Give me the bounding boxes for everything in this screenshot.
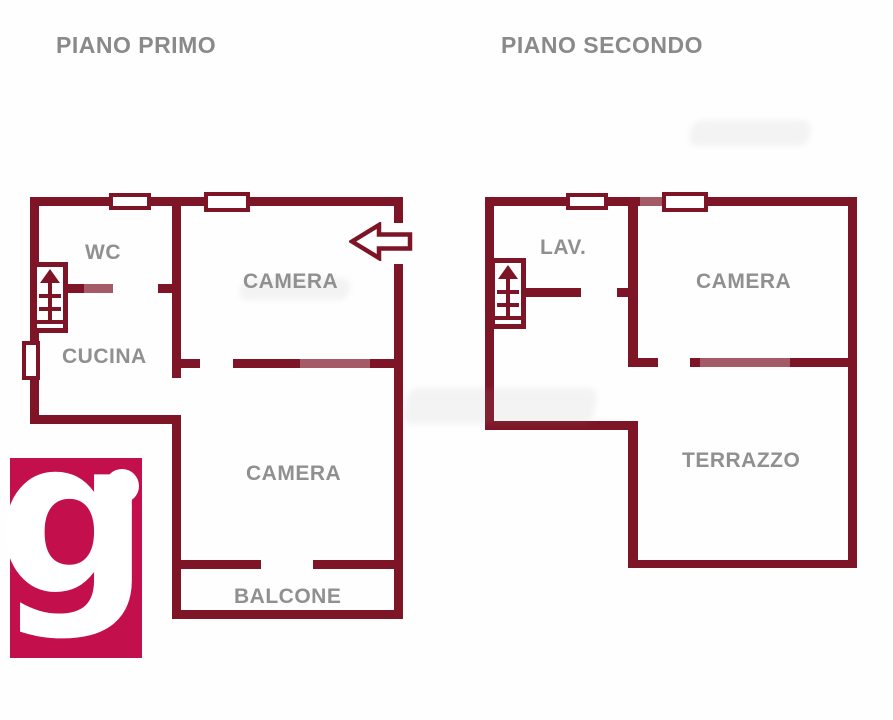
wall-wc-stub xyxy=(158,284,173,293)
wall-camera-divider xyxy=(233,359,403,368)
room-label-camera3: CAMERA xyxy=(696,270,792,293)
wall-balcone-divider-left xyxy=(172,560,261,569)
wall-balcone-bottom xyxy=(172,610,403,619)
wall-highlight xyxy=(300,359,370,368)
room-label-camera2: CAMERA xyxy=(246,462,342,485)
wall-right xyxy=(848,197,857,568)
wall-highlight xyxy=(700,358,790,367)
watermark-fragment xyxy=(238,278,352,300)
window-icon xyxy=(109,193,151,210)
wall-terrazzo-left xyxy=(628,421,638,568)
window-icon xyxy=(662,192,708,212)
room-label-lav: LAV. xyxy=(540,236,587,259)
wall-highlight xyxy=(84,284,113,293)
wall-left xyxy=(485,197,494,430)
window-icon xyxy=(204,192,250,212)
entrance-arrow-icon xyxy=(347,220,413,263)
wall-divider-stub xyxy=(638,358,658,367)
window-icon xyxy=(566,193,608,210)
room-label-terrazzo: TERRAZZO xyxy=(682,449,801,472)
wall-wc-bottom xyxy=(67,284,113,293)
wall-terrazzo-bottom xyxy=(628,560,857,568)
room-label-cucina: CUCINA xyxy=(62,345,147,368)
plan-title-piano-secondo: PIANO SECONDO xyxy=(501,32,704,58)
logo-dot xyxy=(105,469,139,503)
room-label-balcone: BALCONE xyxy=(234,585,342,608)
window-icon xyxy=(22,341,40,380)
wall-camera-divider xyxy=(690,358,857,367)
plan-title-piano-primo: PIANO PRIMO xyxy=(56,32,217,58)
room-label-wc: WC xyxy=(85,241,121,264)
agency-logo: g xyxy=(0,392,150,658)
stairs-up-icon xyxy=(490,258,526,329)
wall-lav-bottom xyxy=(524,288,581,297)
wall-interior-vertical xyxy=(628,197,638,367)
wall-lav-stub xyxy=(617,288,629,297)
wall-cucina-bottom xyxy=(30,415,181,424)
watermark-fragment xyxy=(687,120,813,146)
room-label-camera1: CAMERA xyxy=(243,270,339,293)
logo-letter: g xyxy=(0,392,150,643)
wall-divider-stub xyxy=(181,359,200,368)
wall-leftarea-bottom xyxy=(485,421,638,430)
wall-right-above-entrance xyxy=(394,197,403,223)
stairs-up-icon xyxy=(32,262,68,333)
wall-balcone-divider-right xyxy=(313,560,403,569)
wall-right xyxy=(394,264,403,618)
wall-interior-vertical xyxy=(172,197,181,378)
watermark-fragment xyxy=(401,388,599,424)
wall-camera2-left xyxy=(172,415,181,618)
